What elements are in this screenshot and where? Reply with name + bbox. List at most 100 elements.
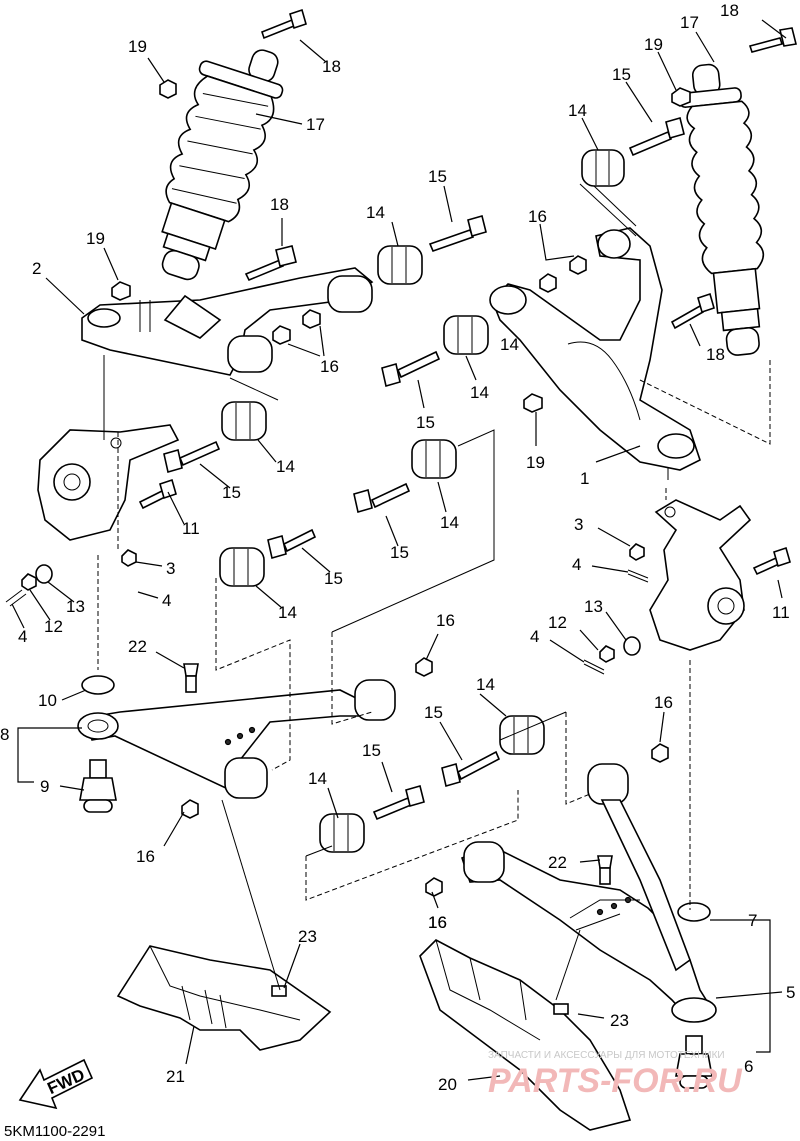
bolt-15-c [163, 440, 221, 474]
callout-14: 14 [366, 203, 385, 222]
callout-14: 14 [476, 675, 495, 694]
bolt-11-left [138, 478, 177, 510]
left-shock-absorber [161, 49, 284, 281]
bolt-18-top-left [261, 8, 307, 40]
callout-18: 18 [270, 195, 289, 214]
callout-22: 22 [128, 637, 147, 656]
nut-12-washer-13-right [583, 636, 641, 675]
callout-11: 11 [772, 603, 790, 622]
nut-16-right-b [425, 877, 443, 897]
nut-16-right-a [651, 743, 669, 763]
watermark: ЗАПЧАСТИ И АКСЕССУАРЫ ДЛЯ МОТОТЕХНИКИ PA… [488, 1050, 743, 1100]
bushing-14-h [581, 149, 625, 187]
nuts-16-upper-right [539, 255, 587, 293]
callout-4: 4 [162, 591, 171, 610]
callout-14: 14 [500, 335, 519, 354]
nut-19-top-left [159, 79, 177, 99]
bolt-15-d [353, 482, 411, 514]
callout-4: 4 [530, 627, 539, 646]
left-steering-knuckle [37, 424, 180, 567]
callout-16: 16 [136, 847, 155, 866]
callout-22: 22 [548, 853, 567, 872]
callout-14: 14 [568, 101, 587, 120]
nut-16-center [415, 657, 433, 677]
bushing-14-e [219, 547, 265, 587]
bolt-15-a [428, 215, 487, 253]
callout-18: 18 [706, 345, 725, 364]
lower-arm-right [461, 763, 717, 1023]
callout-16: 16 [428, 913, 447, 932]
callout-18: 18 [322, 57, 341, 76]
callout-15: 15 [416, 413, 435, 432]
ball-joint-6 [675, 1035, 713, 1089]
nut-3-right [629, 543, 645, 561]
callout-15: 15 [390, 543, 409, 562]
callout-2: 2 [32, 259, 41, 278]
nut-19-upper-right [523, 393, 543, 413]
bolt-15-h [628, 117, 685, 157]
bolt-15-f [441, 750, 501, 788]
callout-14: 14 [440, 513, 459, 532]
bushing-14-a [377, 245, 423, 285]
callout-labels: 18 19 17 18 19 2 14 15 16 14 15 14 15 11… [0, 1, 795, 1094]
nut-19-top-right [671, 87, 691, 107]
callout-19: 19 [86, 229, 105, 248]
callout-16: 16 [654, 693, 673, 712]
callout-16: 16 [320, 357, 339, 376]
callout-11: 11 [182, 519, 200, 538]
bolt-15-g [372, 785, 425, 821]
bushing-14-b [443, 315, 489, 355]
bolt-11-right [752, 546, 791, 576]
upper-arm-left [81, 267, 374, 376]
fwd-arrow: FWD [18, 1058, 94, 1110]
circlip-7 [677, 902, 711, 922]
catalog-number: 5KM1100-2291 [4, 1123, 105, 1140]
bolt-18-top-right [748, 27, 797, 53]
callout-4: 4 [18, 627, 27, 646]
callout-17: 17 [306, 115, 325, 134]
bolt-18-upper-left [244, 245, 297, 282]
right-shock-absorber [678, 63, 765, 356]
cotter-pin-4-right [627, 569, 649, 583]
bushing-14-d [411, 439, 457, 479]
bushing-14-g [319, 813, 365, 853]
callout-20: 20 [438, 1075, 457, 1094]
callout-23: 23 [610, 1011, 629, 1030]
callout-19: 19 [128, 37, 147, 56]
upper-arm-right [489, 227, 701, 480]
nuts-16-upper-left [272, 309, 321, 345]
callout-4: 4 [572, 555, 581, 574]
callout-15: 15 [612, 65, 631, 84]
callout-9: 9 [40, 777, 49, 796]
callout-16: 16 [436, 611, 455, 630]
callout-7: 7 [748, 911, 757, 930]
right-steering-knuckle [649, 499, 752, 651]
callout-3: 3 [574, 515, 583, 534]
bolt-22-right [597, 855, 613, 885]
callout-14: 14 [276, 457, 295, 476]
guard-21 [116, 945, 332, 1051]
callout-15: 15 [428, 167, 447, 186]
callout-19: 19 [644, 35, 663, 54]
bolt-18-upper-right [670, 292, 715, 330]
assembly-lines [97, 183, 771, 1001]
callout-18: 18 [720, 1, 739, 20]
callout-3: 3 [166, 559, 175, 578]
callout-6: 6 [744, 1057, 753, 1076]
callout-1: 1 [580, 469, 589, 488]
callout-leaders [11, 19, 787, 1081]
callout-14: 14 [278, 603, 297, 622]
nut-19-upper-left [111, 281, 131, 301]
circlip-10 [81, 675, 115, 695]
guard-20 [419, 939, 632, 1131]
callout-16: 16 [528, 207, 547, 226]
nut-16-left [181, 799, 199, 819]
bushing-14-c [221, 401, 267, 441]
callout-19: 19 [526, 453, 545, 472]
callout-17: 17 [680, 13, 699, 32]
callout-23: 23 [298, 927, 317, 946]
callout-8: 8 [0, 725, 9, 744]
callout-13: 13 [584, 597, 603, 616]
callout-15: 15 [324, 569, 343, 588]
